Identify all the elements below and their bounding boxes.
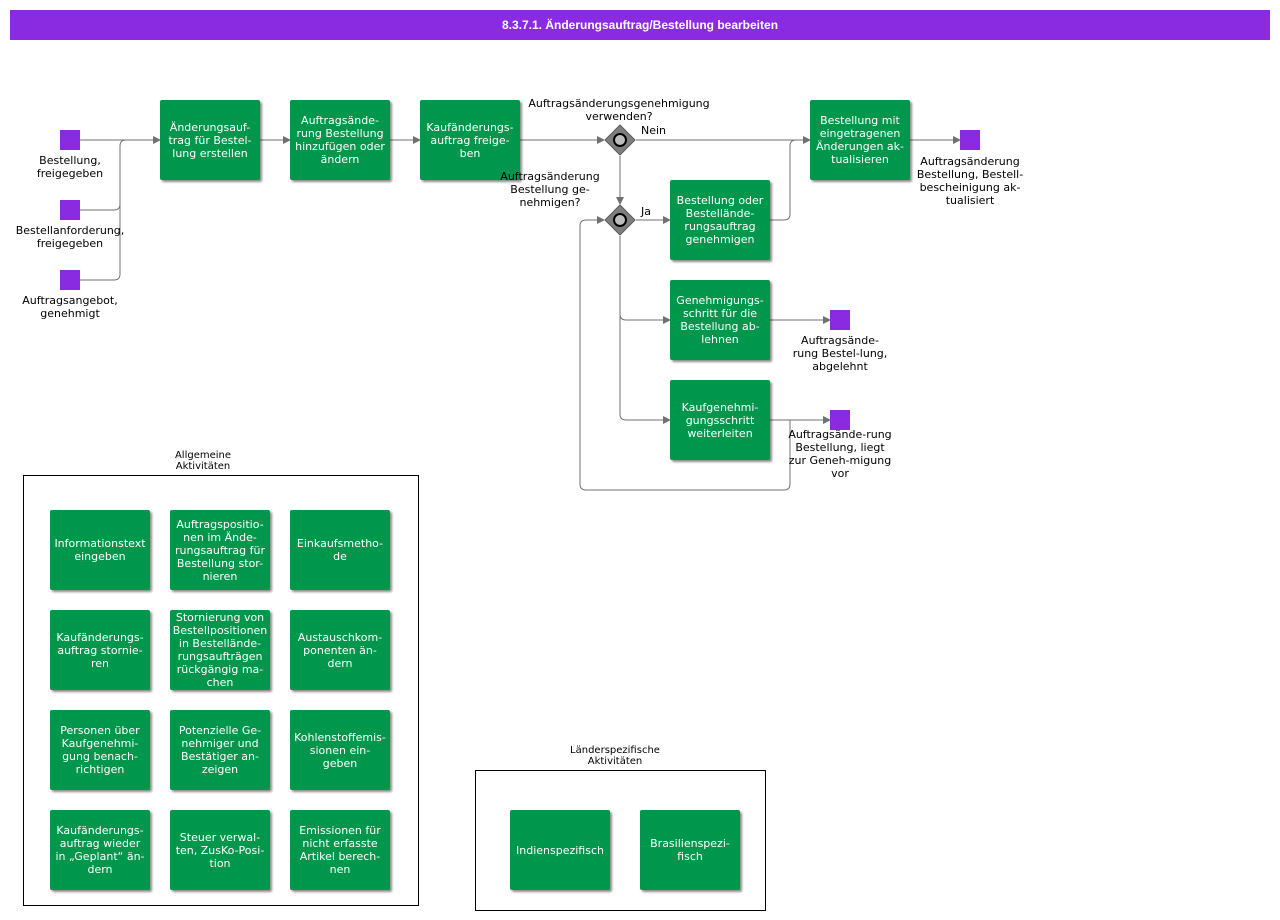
start-event-quote-approved[interactable] [60, 270, 80, 290]
start-event-requisition-released-label: Bestellanforderung, freigegeben [15, 224, 125, 250]
activity-forward-step[interactable]: Kaufgenehmi-gungsschritt weiterleiten [670, 380, 770, 460]
start-event-order-released-label: Bestellung, freigegeben [36, 154, 104, 180]
general-activity-10[interactable]: Kaufänderungs-auftrag wieder in „Geplant… [50, 810, 150, 890]
general-activity-7[interactable]: Personen über Kaufgenehmi-gung benach-ri… [50, 710, 150, 790]
activity-add-change[interactable]: Auftragsände-rung Bestellung hinzufügen … [290, 100, 390, 180]
general-activity-5[interactable]: Stornierung von Bestellpositionen in Bes… [170, 610, 270, 690]
activity-reject-step[interactable]: Genehmigungs-schritt für die Bestellung … [670, 280, 770, 360]
end-event-rejected-label: Auftragsände-rung Bestel-lung, abgelehnt [792, 334, 888, 373]
gateway-yes-label: Ja [641, 205, 651, 218]
activity-create-change-order[interactable]: Änderungsauf-trag für Bestel-lung erstel… [160, 100, 260, 180]
general-activity-1[interactable]: Informationstext eingeben [50, 510, 150, 590]
end-event-rejected[interactable] [830, 310, 850, 330]
end-event-order-updated[interactable] [960, 130, 980, 150]
general-activity-4[interactable]: Kaufänderungs-auftrag stornie-ren [50, 610, 150, 690]
end-event-pending-approval[interactable] [830, 410, 850, 430]
gateway-approve-change[interactable] [604, 204, 636, 236]
flow-approve-update [770, 139, 797, 221]
end-event-pending-approval-label: Auftragsände-rung Bestellung, liegt zur … [788, 428, 892, 480]
gateway-use-approval[interactable] [604, 124, 636, 156]
general-activity-2[interactable]: Auftragspositio-nen im Ände-rungsauftrag… [170, 510, 270, 590]
flow-start3-create [80, 146, 121, 281]
flow-gw2-reject [619, 236, 671, 324]
group-country-title: Länderspezifische Aktivitäten [570, 745, 660, 767]
country-activity-brazil[interactable]: Brasilienspezi-fisch [640, 810, 740, 890]
start-event-requisition-released[interactable] [60, 200, 80, 220]
activity-approve-order[interactable]: Bestellung oder Bestellände-rungsauftrag… [670, 180, 770, 260]
flow-loop-back [579, 216, 791, 491]
activity-release-change-order[interactable]: Kaufänderungs-auftrag freige-ben [420, 100, 520, 180]
start-event-order-released[interactable] [60, 130, 80, 150]
gateway-approve-change-question: Auftragsänderung Bestellung ge-nehmigen? [500, 170, 600, 209]
start-event-quote-approved-label: Auftragsangebot, genehmigt [22, 294, 118, 320]
general-activity-8[interactable]: Potenzielle Ge-nehmiger und Bestätiger a… [170, 710, 270, 790]
group-general-activities [23, 475, 419, 906]
flow-gw2-forward [619, 316, 671, 424]
country-activity-india[interactable]: Indienspezifisch [510, 810, 610, 890]
general-activity-6[interactable]: Austauschkom-ponenten än-dern [290, 610, 390, 690]
general-activity-11[interactable]: Steuer verwal-ten, ZusKo-Posi-tion [170, 810, 270, 890]
gateway-use-approval-question: Auftragsänderungsgenehmigung verwenden? [528, 97, 710, 123]
general-activity-3[interactable]: Einkaufsmetho-de [290, 510, 390, 590]
general-activity-9[interactable]: Kohlenstoffemis-sionen ein-geben [290, 710, 390, 790]
gateway-no-label: Nein [641, 124, 667, 137]
end-event-order-updated-label: Auftragsänderung Bestellung, Bestell-bes… [916, 155, 1024, 207]
group-country-activities [475, 770, 766, 911]
activity-update-order[interactable]: Bestellung mit eingetragenen Änderungen … [810, 100, 910, 180]
page-title: 8.3.7.1. Änderungsauftrag/Bestellung bea… [10, 10, 1270, 40]
group-general-title: Allgemeine Aktivitäten [174, 450, 232, 472]
general-activity-12[interactable]: Emissionen für nicht erfasste Artikel be… [290, 810, 390, 890]
